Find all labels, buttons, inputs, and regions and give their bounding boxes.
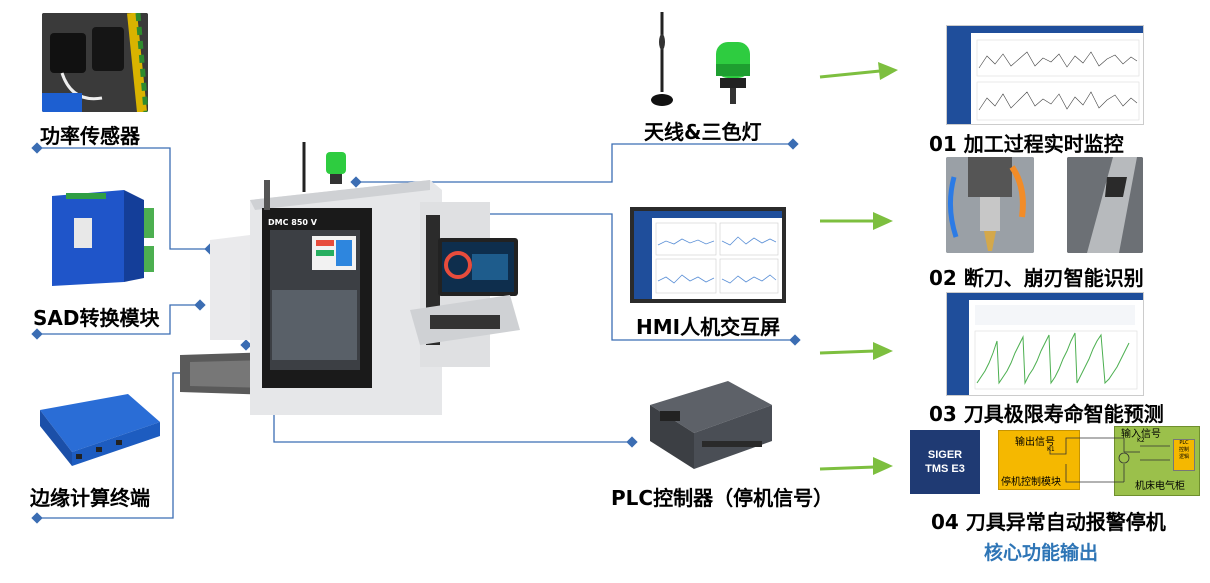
- sad-module-image: [44, 188, 158, 288]
- siger-box: SIGER TMS E3: [910, 430, 980, 494]
- three-color-light-image: [712, 40, 754, 106]
- plc-image: [648, 375, 774, 471]
- broken-tool-image-1: [946, 157, 1034, 253]
- plc-label: PLC控制器（停机信号）: [611, 486, 834, 510]
- output-signal-text: 输出信号: [1015, 437, 1055, 448]
- k2-text: K2: [1137, 437, 1145, 444]
- function-03-label: 03 刀具极限寿命智能预测: [929, 402, 1164, 426]
- power-sensor-label: 功率传感器: [40, 124, 140, 148]
- monitor-screenshot: [946, 25, 1144, 125]
- power-sensor-image: [42, 13, 148, 112]
- sad-module-label: SAD转换模块: [33, 306, 160, 330]
- stop-module-text: 停机控制模块: [1001, 477, 1061, 488]
- antenna-image: [650, 12, 674, 108]
- output-arrows: [819, 62, 898, 475]
- input-signal-text: 输入信号: [1121, 429, 1161, 440]
- hmi-screen-image: [630, 207, 786, 303]
- plc-logic-box: PLC 控制 逻辑: [1173, 439, 1195, 471]
- hmi-screen-label: HMI人机交互屏: [636, 315, 781, 339]
- alarm-wires: [1049, 437, 1170, 483]
- function-02-label: 02 断刀、崩刃智能识别: [929, 266, 1144, 290]
- cnc-machine-image: DMC 850 V: [180, 130, 525, 415]
- antenna-light-label: 天线&三色灯: [644, 120, 762, 144]
- alarm-diagram: SIGER TMS E3 输出信号 K1 停机控制模块 输入信号 K2 PLC …: [910, 424, 1200, 498]
- k1-text: K1: [1047, 446, 1055, 453]
- edge-terminal-label: 边缘计算终端: [30, 486, 150, 510]
- life-prediction-screenshot: [946, 292, 1144, 396]
- function-04-label: 04 刀具异常自动报警停机: [931, 510, 1166, 534]
- siger-brand-line1: SIGER: [927, 449, 963, 461]
- broken-tool-image-2: [1067, 157, 1143, 253]
- core-output-title: 核心功能输出: [984, 542, 1099, 564]
- machine-model-label: DMC 850 V: [268, 218, 317, 227]
- cabinet-box: 输入信号 K2 PLC 控制 逻辑 机床电气柜: [1114, 426, 1200, 496]
- function-01-label: 01 加工过程实时监控: [929, 132, 1124, 156]
- cabinet-text: 机床电气柜: [1135, 481, 1185, 492]
- siger-brand-line2: TMS E3: [925, 463, 965, 475]
- edge-terminal-image: [36, 392, 164, 470]
